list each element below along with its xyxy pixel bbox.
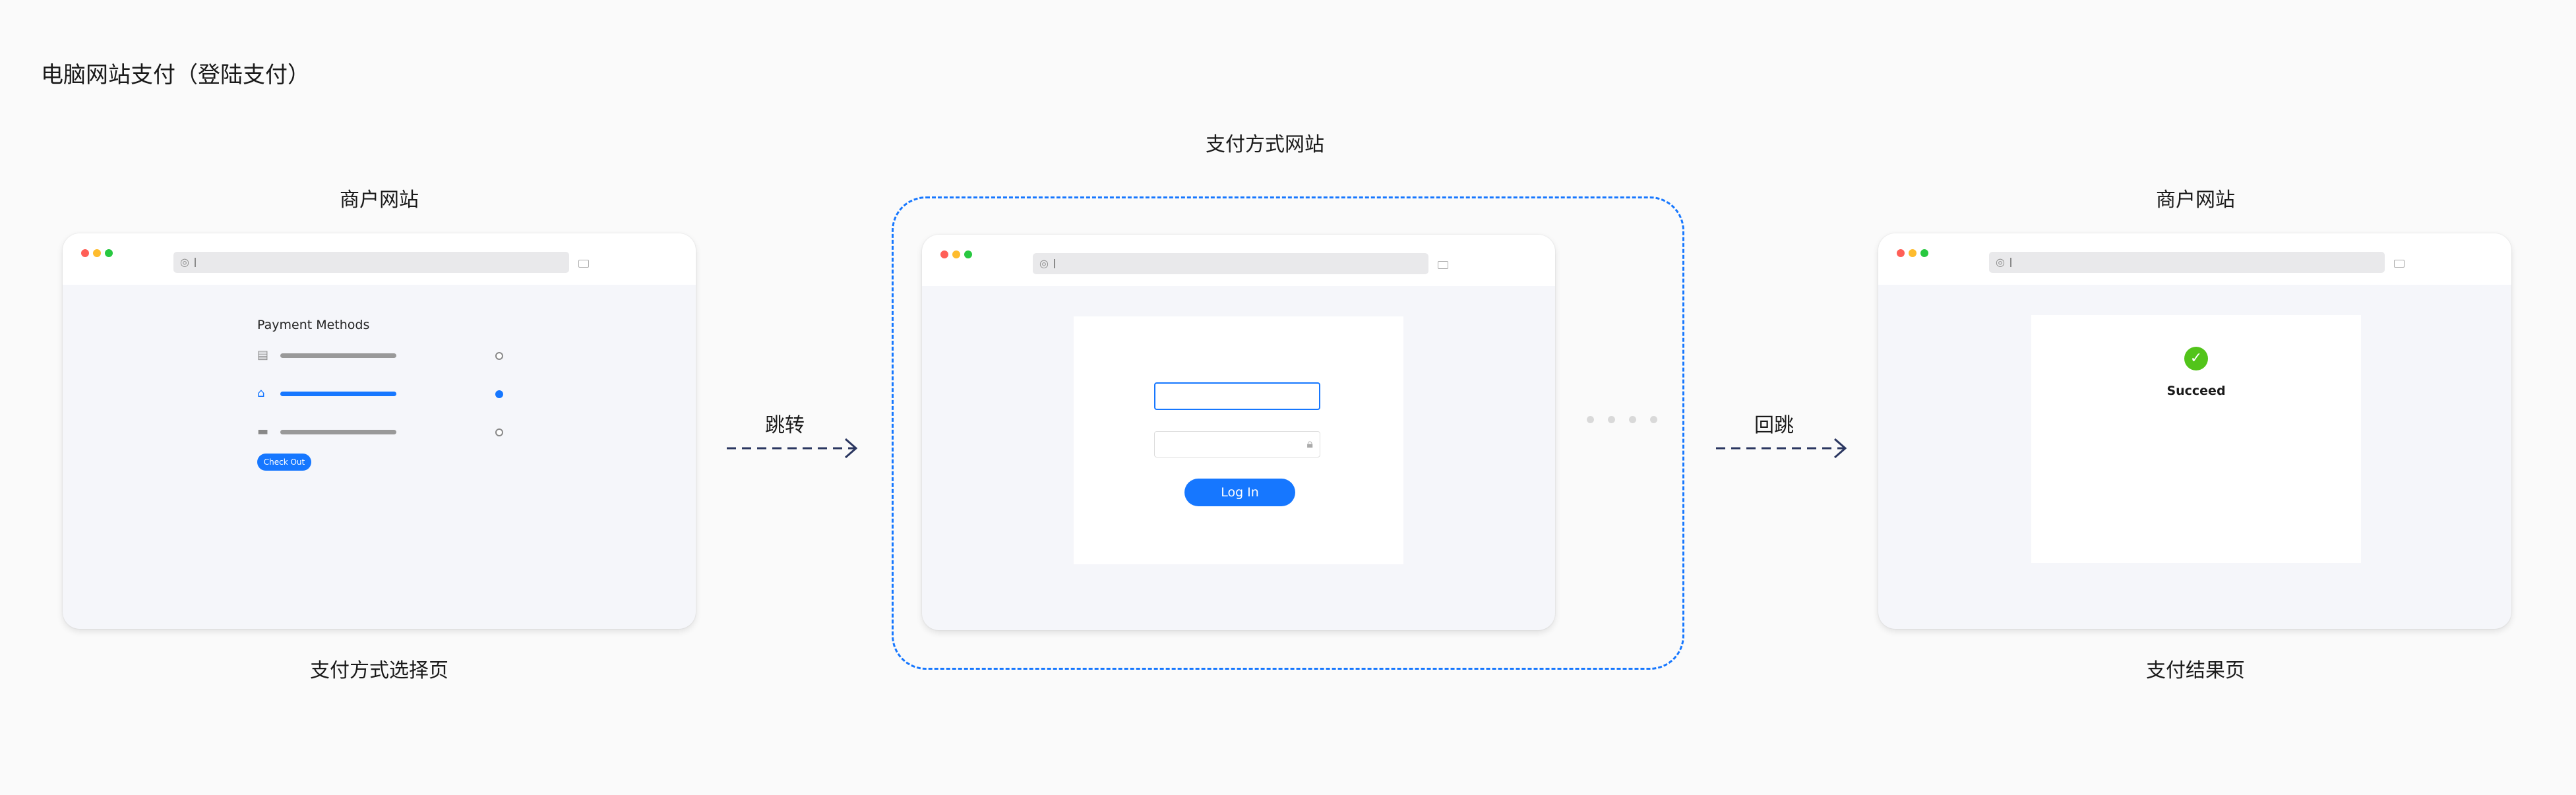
minimize-dot-icon[interactable] bbox=[952, 250, 960, 258]
selection-page-caption: 支付方式选择页 bbox=[310, 659, 448, 682]
maximize-dot-icon[interactable] bbox=[964, 250, 972, 258]
browser-titlebar: ◎ bbox=[1878, 233, 2511, 285]
radio-button[interactable] bbox=[495, 352, 503, 360]
payment-browser-window: ◎ 🔒︎ Log In bbox=[922, 235, 1555, 630]
merchant-result-browser-window: ◎ ✓ Succeed bbox=[1878, 233, 2511, 629]
close-dot-icon[interactable] bbox=[81, 249, 89, 257]
jump-arrow bbox=[727, 438, 858, 459]
checkout-button[interactable]: Check Out bbox=[257, 454, 311, 471]
text-cursor bbox=[2010, 258, 2011, 267]
merchant-browser-window: ◎ Payment Methods ▤ ⌂ ▬ Check Out bbox=[63, 233, 696, 629]
radio-button[interactable] bbox=[495, 428, 503, 436]
payment-site-boundary bbox=[892, 196, 1684, 670]
lock-icon: 🔒︎ bbox=[1306, 437, 1313, 451]
address-bar[interactable]: ◎ bbox=[1989, 252, 2385, 273]
return-label: 回跳 bbox=[1754, 414, 1794, 437]
more-steps-dot bbox=[1650, 416, 1657, 423]
check-circle-icon: ✓ bbox=[2184, 347, 2208, 370]
return-arrow bbox=[1716, 438, 1847, 459]
maximize-dot-icon[interactable] bbox=[1920, 249, 1928, 257]
login-button[interactable]: Log In bbox=[1184, 479, 1295, 506]
bank-icon: ⌂ bbox=[257, 386, 265, 400]
payment-site-label: 支付方式网站 bbox=[1206, 133, 1324, 156]
extension-icon[interactable] bbox=[578, 260, 589, 268]
browser-titlebar: ◎ bbox=[63, 233, 696, 285]
globe-icon: ◎ bbox=[1996, 256, 2005, 268]
extension-icon[interactable] bbox=[1438, 261, 1448, 269]
password-input[interactable]: 🔒︎ bbox=[1154, 431, 1320, 457]
payment-method-option[interactable] bbox=[280, 430, 396, 434]
jump-label: 跳转 bbox=[765, 414, 805, 437]
minimize-dot-icon[interactable] bbox=[1909, 249, 1917, 257]
more-steps-dot bbox=[1608, 416, 1615, 423]
globe-icon: ◎ bbox=[180, 256, 189, 268]
username-input[interactable] bbox=[1154, 382, 1320, 410]
address-bar[interactable]: ◎ bbox=[1033, 253, 1428, 274]
wallet-icon: ▤ bbox=[257, 348, 269, 362]
extension-icon[interactable] bbox=[2394, 260, 2405, 268]
result-page-caption: 支付结果页 bbox=[2146, 659, 2245, 682]
page-title: 电脑网站支付（登陆支付） bbox=[41, 62, 310, 88]
text-cursor bbox=[195, 258, 196, 267]
payment-method-option[interactable] bbox=[280, 353, 396, 358]
maximize-dot-icon[interactable] bbox=[105, 249, 113, 257]
radio-button-selected[interactable] bbox=[495, 390, 503, 398]
merchant-site-label: 商户网站 bbox=[340, 189, 419, 212]
merchant-result-site-label: 商户网站 bbox=[2156, 189, 2235, 212]
globe-icon: ◎ bbox=[1039, 257, 1049, 270]
result-card: ✓ Succeed bbox=[2031, 315, 2361, 563]
result-status: Succeed bbox=[2166, 384, 2226, 398]
close-dot-icon[interactable] bbox=[940, 250, 948, 258]
address-bar[interactable]: ◎ bbox=[173, 252, 569, 273]
text-cursor bbox=[1054, 259, 1055, 268]
more-steps-dot bbox=[1587, 416, 1594, 423]
payment-method-option-selected[interactable] bbox=[280, 392, 396, 396]
login-card: 🔒︎ Log In bbox=[1074, 316, 1403, 564]
browser-titlebar: ◎ bbox=[922, 235, 1555, 286]
minimize-dot-icon[interactable] bbox=[93, 249, 101, 257]
card-icon: ▬ bbox=[257, 425, 269, 438]
more-steps-dot bbox=[1629, 416, 1636, 423]
payment-methods-heading: Payment Methods bbox=[257, 318, 370, 332]
close-dot-icon[interactable] bbox=[1897, 249, 1905, 257]
